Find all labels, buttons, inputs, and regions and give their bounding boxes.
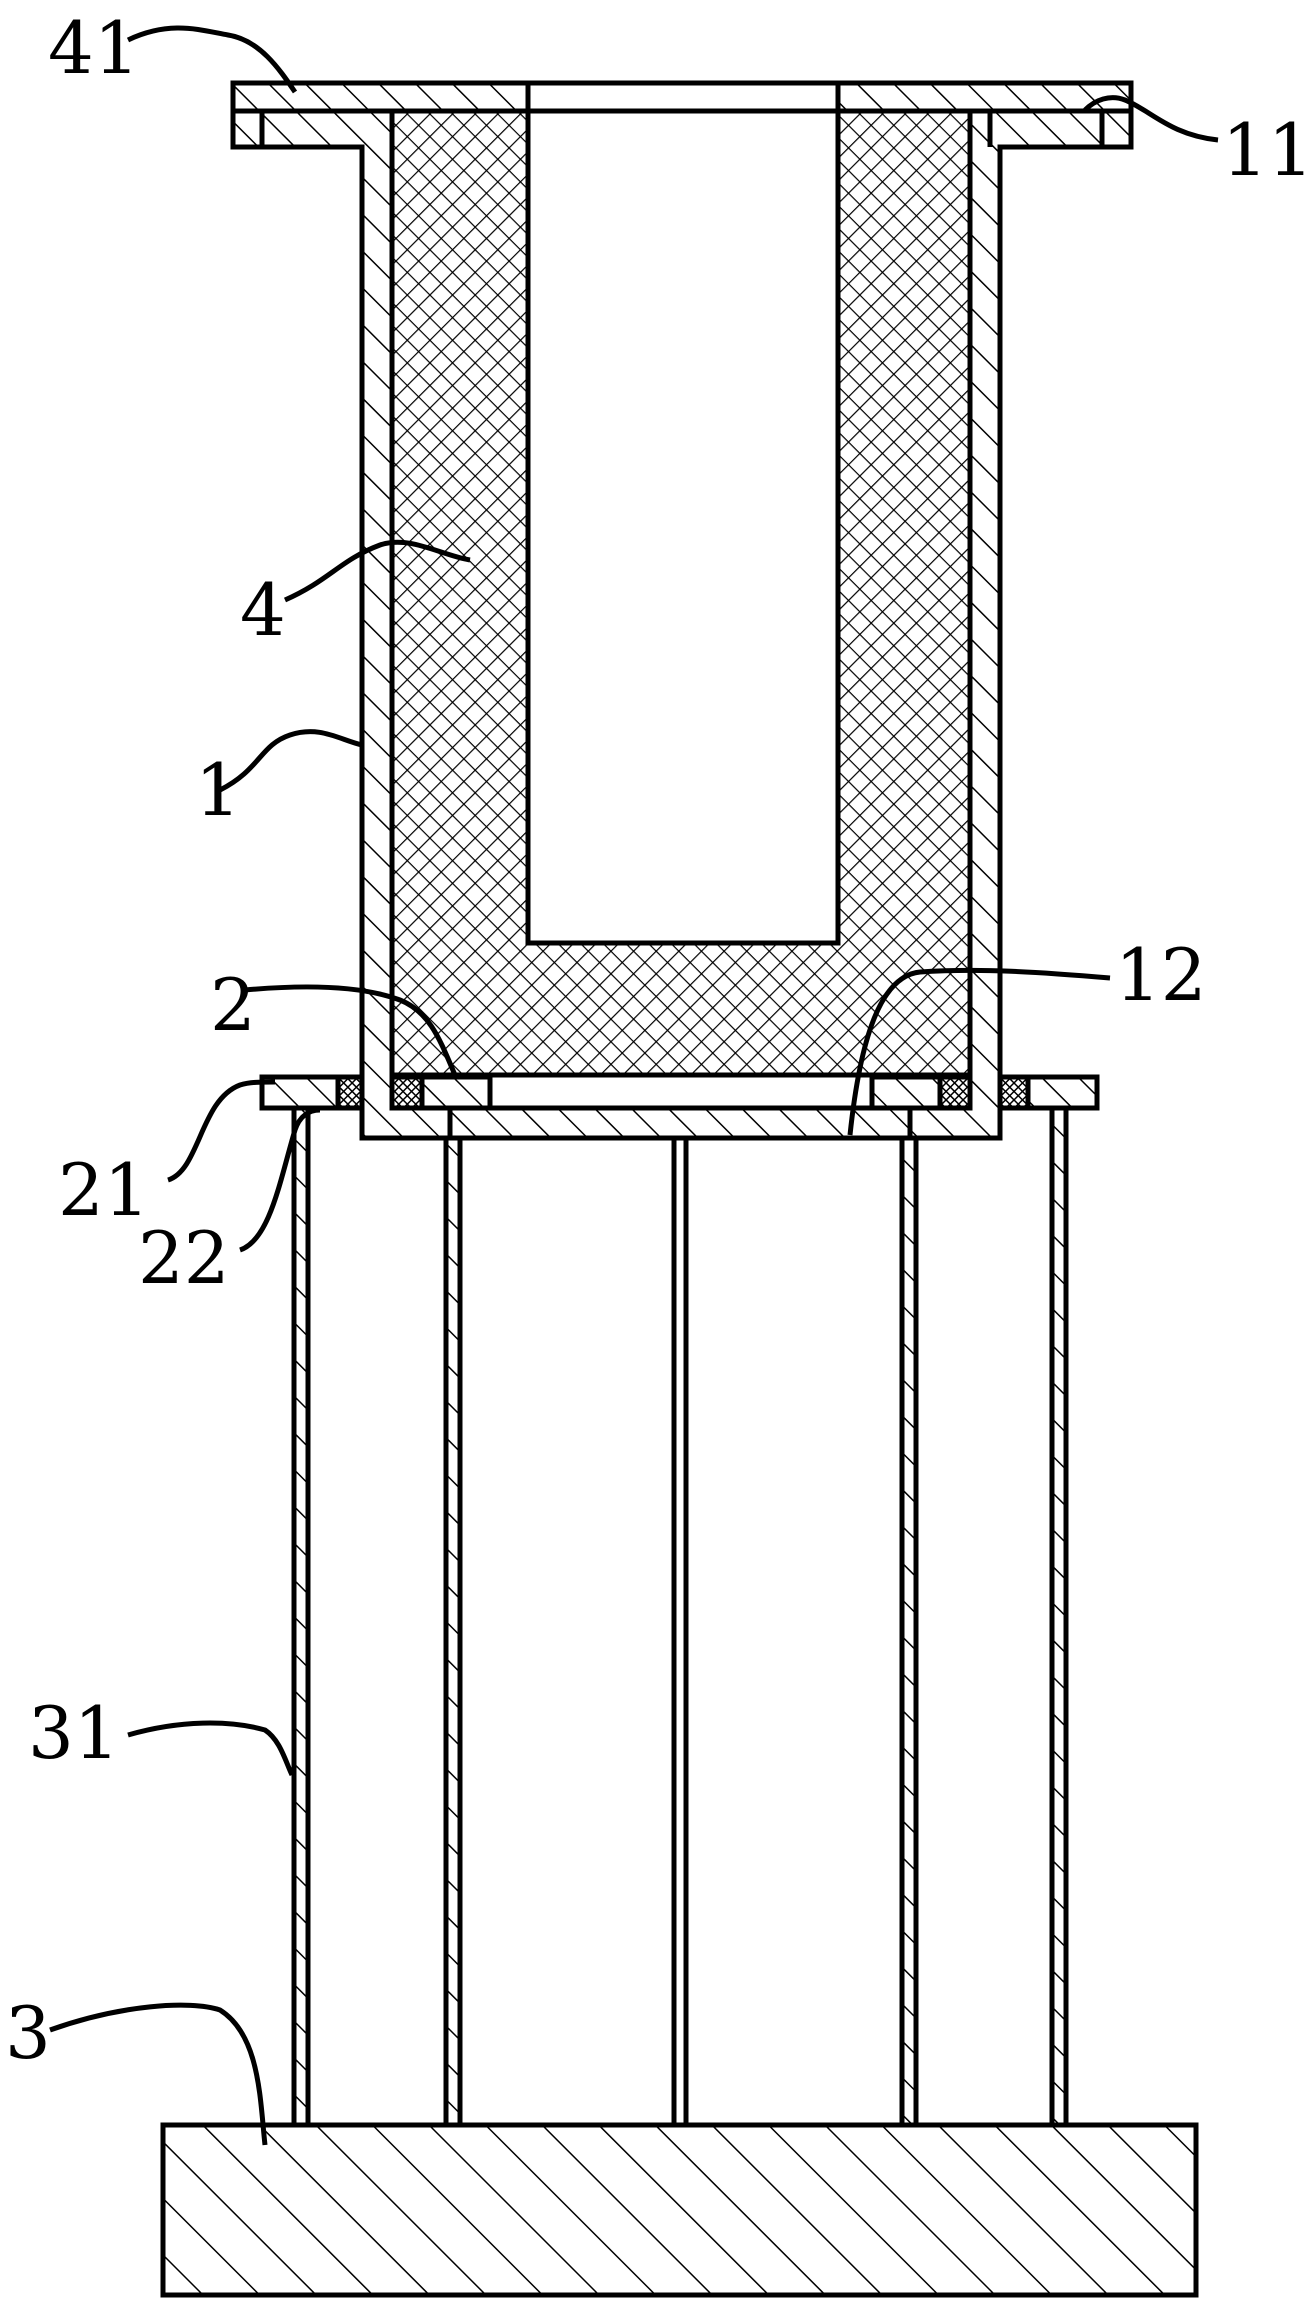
leader-31 (127, 1720, 295, 1777)
leader-12 (847, 967, 1111, 1136)
leader-lines (49, 25, 1219, 2146)
leader-1 (218, 729, 363, 793)
label-2: 2 (210, 963, 256, 1047)
label-4: 4 (240, 568, 286, 652)
top-lid (230, 80, 1134, 114)
label-1: 1 (195, 748, 241, 832)
leader-41 (126, 25, 298, 94)
bottom-plate (389, 1072, 973, 1141)
support-ring (259, 1074, 1100, 1111)
insulation-liner (389, 108, 973, 1078)
leader-11 (1083, 95, 1219, 143)
leader-3 (49, 2002, 268, 2146)
leader-4 (283, 539, 471, 603)
label-3: 3 (5, 1991, 51, 2075)
base-block (160, 2122, 1199, 2298)
support-rods (291, 1105, 1069, 2128)
reference-labels: 41 11 4 1 2 12 21 22 31 3 (5, 6, 1312, 2075)
label-22: 22 (138, 1216, 230, 1300)
leader-2 (244, 984, 458, 1076)
leader-22 (239, 1107, 321, 1253)
label-41: 41 (48, 6, 140, 90)
label-31: 31 (28, 1691, 120, 1775)
label-12: 12 (1115, 933, 1207, 1017)
label-11: 11 (1222, 108, 1312, 192)
label-21: 21 (58, 1148, 150, 1232)
leader-21 (167, 1079, 276, 1183)
